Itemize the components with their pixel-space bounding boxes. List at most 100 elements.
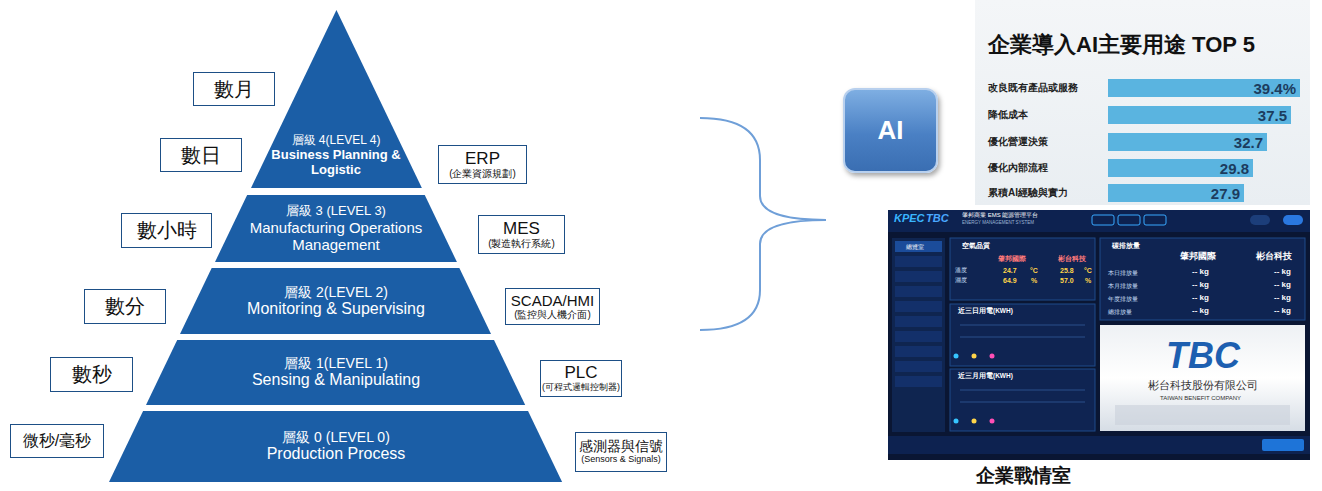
- time-scale-box: 數分: [84, 289, 166, 324]
- screen-text: 24.7: [1003, 267, 1017, 274]
- topbar-button: [1250, 215, 1270, 225]
- level-number: 層級 3 (LEVEL 3): [286, 204, 386, 219]
- dashboard-panel: [950, 238, 1095, 300]
- text-holder: 數月: [194, 73, 274, 105]
- screen-text: 濕度: [955, 278, 967, 284]
- category-name: 改良既有產品或服務: [988, 79, 1104, 97]
- text-holder: 層級 0 (LEVEL 0)Production Process: [109, 411, 562, 482]
- level-number: 層級 0 (LEVEL 0): [282, 429, 390, 445]
- screen-text: 本月排放量: [1108, 283, 1138, 289]
- pyramid-level: 層級 3 (LEVEL 3)Manufacturing Operations M…: [215, 195, 457, 262]
- bar-value: 37.5: [1258, 106, 1287, 124]
- category-name: 累積AI經驗與實力: [988, 184, 1104, 202]
- text-holder: 層級 1(LEVEL 1)Sensing & Manipulating: [146, 340, 525, 405]
- screen-text: -- kg: [1274, 307, 1291, 315]
- text-holder: 數小時: [122, 214, 211, 247]
- text-holder: 累積AI經驗與實力27.9: [1108, 184, 1244, 202]
- system-desc: (企業資源規劃): [449, 168, 516, 179]
- menu-item: [895, 286, 942, 297]
- figure-caption: 企業戰情室: [976, 463, 1071, 489]
- system-name: MES: [503, 220, 540, 239]
- menu-item: [895, 256, 942, 267]
- ai-box: AI: [843, 88, 938, 173]
- screen-text: -- kg: [1192, 294, 1209, 302]
- text-holder: 層級 4(LEVEL 4)Business Planning & Logisti…: [251, 10, 422, 188]
- screen-text: 溫度: [955, 268, 967, 274]
- level-name: Sensing & Manipulating: [252, 371, 420, 389]
- system-box: PLC(可程式邏輯控制器): [540, 360, 622, 397]
- screen-text: 肇邦商業 EMS 能源管理平台: [962, 212, 1038, 218]
- topbar-button: [1092, 215, 1114, 225]
- screen-text: 總覽室: [906, 244, 924, 250]
- chart-gridline: [960, 325, 1085, 326]
- screen-text: TBC: [926, 213, 949, 224]
- legend-dot: [972, 419, 977, 424]
- screen-text: 25.8: [1060, 267, 1074, 274]
- screen-text: 近三日用電(KWH): [958, 308, 1013, 315]
- screen-text: TBC: [1166, 338, 1240, 374]
- screen-text: -- kg: [1274, 281, 1291, 289]
- band-fill: [180, 268, 491, 334]
- category-name: 優化營運決策: [988, 133, 1104, 151]
- text-holder: ERP(企業資源規劃): [439, 146, 526, 183]
- menu-item: [895, 301, 942, 312]
- text-holder: 企業導入AI主要用途 TOP 5: [975, 0, 1310, 205]
- screen-text: 碳排放量: [1112, 242, 1140, 249]
- chart-bar: 優化內部流程29.8: [1108, 159, 1253, 177]
- system-name: SCADA/HMI: [511, 293, 594, 310]
- level-name: Production Process: [267, 445, 406, 463]
- screen-text: °C: [1084, 267, 1092, 274]
- chart-bar: 改良既有產品或服務39.4%: [1108, 79, 1300, 97]
- topbar-button: [1144, 215, 1166, 225]
- text-holder: 感測器與信號(Sensors & Signals): [576, 433, 666, 471]
- text-holder: 數日: [161, 139, 241, 171]
- menu-item: [895, 376, 942, 387]
- system-desc: (監控與人機介面): [514, 309, 591, 320]
- legend-dot: [990, 354, 995, 359]
- screen-text: -- kg: [1274, 268, 1291, 276]
- screen-text: ENERGY MANAGEMENT SYSTEM: [962, 221, 1034, 226]
- ai-label: AI: [878, 115, 904, 146]
- level-number: 層級 2(LEVEL 2): [284, 284, 388, 300]
- dashboard-panel: [950, 369, 1095, 431]
- category-name: 優化內部流程: [988, 159, 1104, 177]
- screen-text: 近三月用電(KWH): [958, 373, 1013, 380]
- chart-title: 企業導入AI主要用途 TOP 5: [988, 30, 1255, 60]
- screen-text: 57.0: [1060, 277, 1074, 284]
- menu-item: [895, 331, 942, 342]
- text-holder: 優化內部流程29.8: [1108, 159, 1253, 177]
- time-scale-box: 微秒/毫秒: [10, 424, 104, 458]
- screen-text: 彬台科技: [1058, 255, 1086, 262]
- chart-gridline: [960, 402, 1085, 403]
- chart-bar: 優化營運決策32.7: [1108, 133, 1267, 151]
- screen-text: %: [1085, 277, 1091, 284]
- system-box: SCADA/HMI(監控與人機介面): [505, 288, 600, 325]
- dashboard-screen: [888, 210, 1310, 460]
- chart-bar: 降低成本37.5: [1108, 106, 1291, 124]
- screen-text: -- kg: [1274, 294, 1291, 302]
- level-number: 層級 1(LEVEL 1): [284, 355, 388, 371]
- text-holder: 微秒/毫秒: [11, 425, 103, 457]
- screen-text: 肇邦國際: [998, 255, 1026, 262]
- system-box: ERP(企業資源規劃): [438, 145, 527, 184]
- system-desc: (Sensors & Signals): [581, 455, 661, 465]
- text-holder: 層級 3 (LEVEL 3)Manufacturing Operations M…: [215, 195, 457, 262]
- screen-text: -- kg: [1192, 281, 1209, 289]
- text-holder: 降低成本37.5: [1108, 106, 1291, 124]
- legend-dot: [972, 354, 977, 359]
- legend-dot: [954, 419, 959, 424]
- menu-item: [895, 346, 942, 357]
- text-holder: MES(製造執行系統): [479, 216, 564, 253]
- dashboard-menu: [892, 238, 945, 432]
- screen-text: 年度排放量: [1108, 296, 1138, 302]
- screen-text: 64.9: [1003, 277, 1017, 284]
- topbar-button: [1283, 215, 1303, 225]
- category-name: 降低成本: [988, 106, 1104, 124]
- system-box: 感測器與信號(Sensors & Signals): [575, 432, 667, 472]
- system-desc: (製造執行系統): [488, 238, 555, 249]
- dashboard-panel: [950, 304, 1095, 366]
- legend-dot: [954, 354, 959, 359]
- screen-text: 彬台科技股份有限公司: [1148, 380, 1258, 391]
- menu-item: [895, 271, 942, 282]
